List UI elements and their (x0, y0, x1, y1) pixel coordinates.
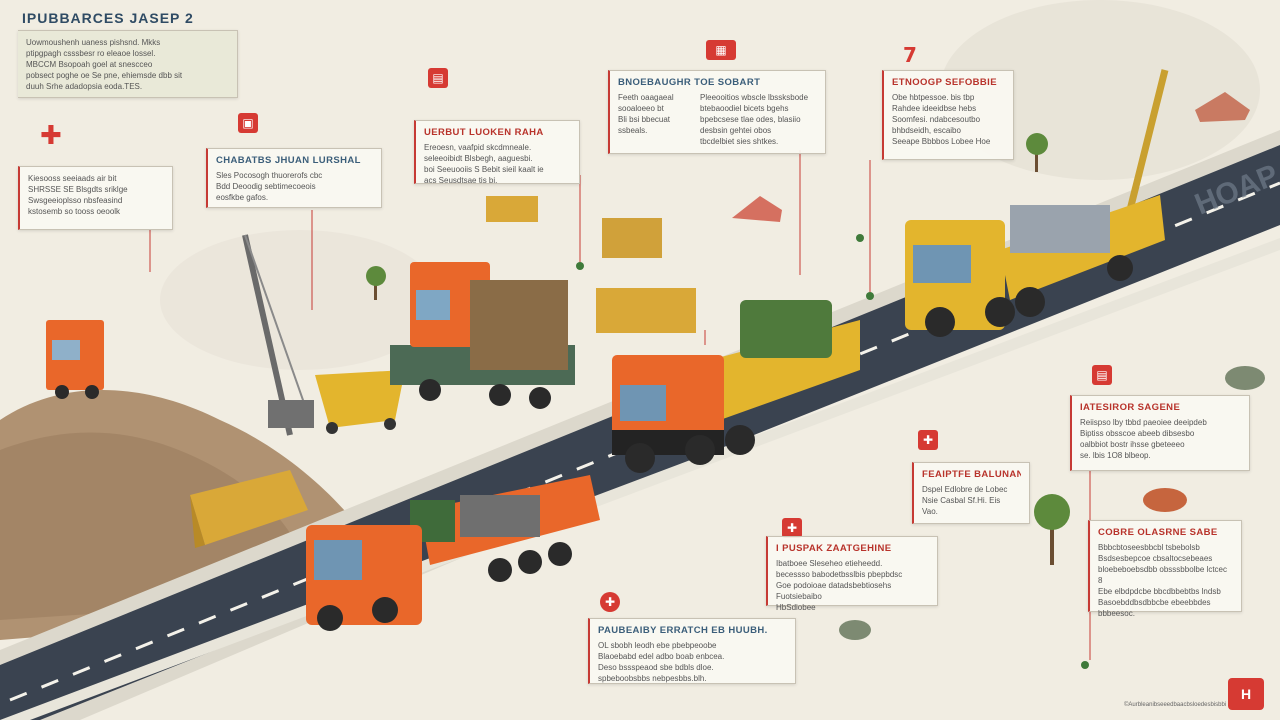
callout-6: IATESIROR SAGENE Reiispso lby tbbd paeoi… (1070, 395, 1250, 471)
callout-10: COBRE OLASRNE SABE Bbbcbtoseesbbcbl tsbe… (1088, 520, 1242, 618)
loader-cart-icon (315, 370, 405, 434)
warning-icon: ▤ (428, 68, 448, 88)
intro-text: Uowmoushenh uaness pishsnd. Mkks ptipgpa… (26, 38, 183, 91)
generator-icon (486, 196, 696, 333)
callout-2: CHABATBS JHUAN LURSHAL Sles Pocosogh thu… (206, 148, 382, 208)
callout-4-text: Feeth oaagaeal sooaloeeo bt Bli bsi bbec… (618, 93, 674, 135)
callout-9-text: OL sbobh leodh ebe pbebpeoobe Blaoebabd … (598, 641, 725, 683)
container-icon (190, 470, 308, 548)
callout-1: Kiesooss seeiaads air bit SHRSSE SE Blsg… (18, 166, 173, 230)
callout-8: I PUSPAK ZAATGEHINE Ibatboee Sleseheo et… (766, 536, 938, 612)
warning-icon: ▣ (238, 113, 258, 133)
flatbed-truck-icon (390, 262, 575, 409)
callout-2-text: Sles Pocosogh thuorerofs cbc Bdd Deoodig… (216, 171, 323, 202)
tent-icon (732, 92, 1250, 222)
callout-3: UERBUT LUOKEN RAHA Ereoesn, vaafpid skcd… (414, 120, 580, 185)
callout-9: PAUBEAIBY ERRATCH EB HUUBH. OL sbobh leo… (588, 618, 796, 684)
callout-4-title: BNOEBAUGHR TOE SOBART (618, 77, 761, 88)
warning-icon: 7 (903, 43, 917, 67)
page-title: IPUBBARCES JASEP 2 (22, 10, 194, 26)
callout-8-title: I PUSPAK ZAATGEHINE (776, 543, 892, 554)
callout-6-title: IATESIROR SAGENE (1080, 402, 1181, 413)
callout-3-title: UERBUT LUOKEN RAHA (424, 127, 544, 138)
callout-10-title: COBRE OLASRNE SABE (1098, 527, 1218, 538)
intro-callout: Uowmoushenh uaness pishsnd. Mkks ptipgpa… (18, 30, 238, 98)
warning-icon: ✚ (782, 518, 802, 538)
callout-10-text: Bbbcbtoseesbbcbl tsbebolsb Bsdsesbepcoe … (1098, 543, 1227, 618)
warning-icon: ✚ (918, 430, 938, 450)
dump-truck-icon (46, 320, 104, 399)
callout-3-text: Ereoesn, vaafpid skcdmneale. seleeoibidt… (424, 143, 544, 185)
callout-4-text-2: Pleeooitios wbscle lbssksbode btebaoodie… (700, 93, 809, 146)
rock-icon (839, 366, 1265, 640)
warning-icon: ▦ (706, 40, 736, 60)
callout-6-text: Reiispso lby tbbd paeoiee deeipdeb Bipti… (1080, 418, 1207, 460)
callout-7: FEAIPTFE BALUNANE Dspel Edlobre de Lobec… (912, 462, 1030, 524)
callout-7-title: FEAIPTFE BALUNANE (922, 469, 1021, 480)
callout-4: BNOEBAUGHR TOE SOBART Feeth oaagaeal soo… (608, 70, 826, 154)
tree-icon (366, 133, 1070, 565)
crane-truck-icon (905, 69, 1169, 337)
marker-dot (576, 234, 1089, 669)
callout-1-text: Kiesooss seeiaads air bit SHRSSE SE Blsg… (28, 174, 128, 216)
callout-5: ETNOOGP SEFOBBIE Obe hbtpessoe. bis tbp … (882, 70, 1014, 160)
leader-lines (149, 150, 1091, 660)
callout-9-title: PAUBEAIBY ERRATCH EB HUUBH. (598, 625, 768, 636)
flatbed-truck-icon (612, 300, 860, 473)
callout-8-text: Ibatboee Sleseheo etieheedd. becessso ba… (776, 559, 903, 612)
drill-rig-icon (242, 234, 314, 436)
callout-7-text: Dspel Edlobre de Lobec Nsie Casbal Sf.Hi… (922, 485, 1008, 516)
callout-5-text: Obe hbtpessoe. bis tbp Rahdee ideeidbse … (892, 93, 991, 146)
brand-logo: H (1228, 678, 1264, 710)
warning-icon: ▤ (1092, 365, 1112, 385)
callout-5-title: ETNOOGP SEFOBBIE (892, 77, 997, 88)
callout-2-title: CHABATBS JHUAN LURSHAL (216, 155, 361, 166)
footer-credit: ©Aurbleanibseeedbaacbsloedesbisbbi (1124, 702, 1227, 708)
warning-icon: ✚ (40, 121, 62, 151)
warning-icon: ✚ (600, 592, 620, 612)
flatbed-truck-icon (306, 475, 600, 631)
